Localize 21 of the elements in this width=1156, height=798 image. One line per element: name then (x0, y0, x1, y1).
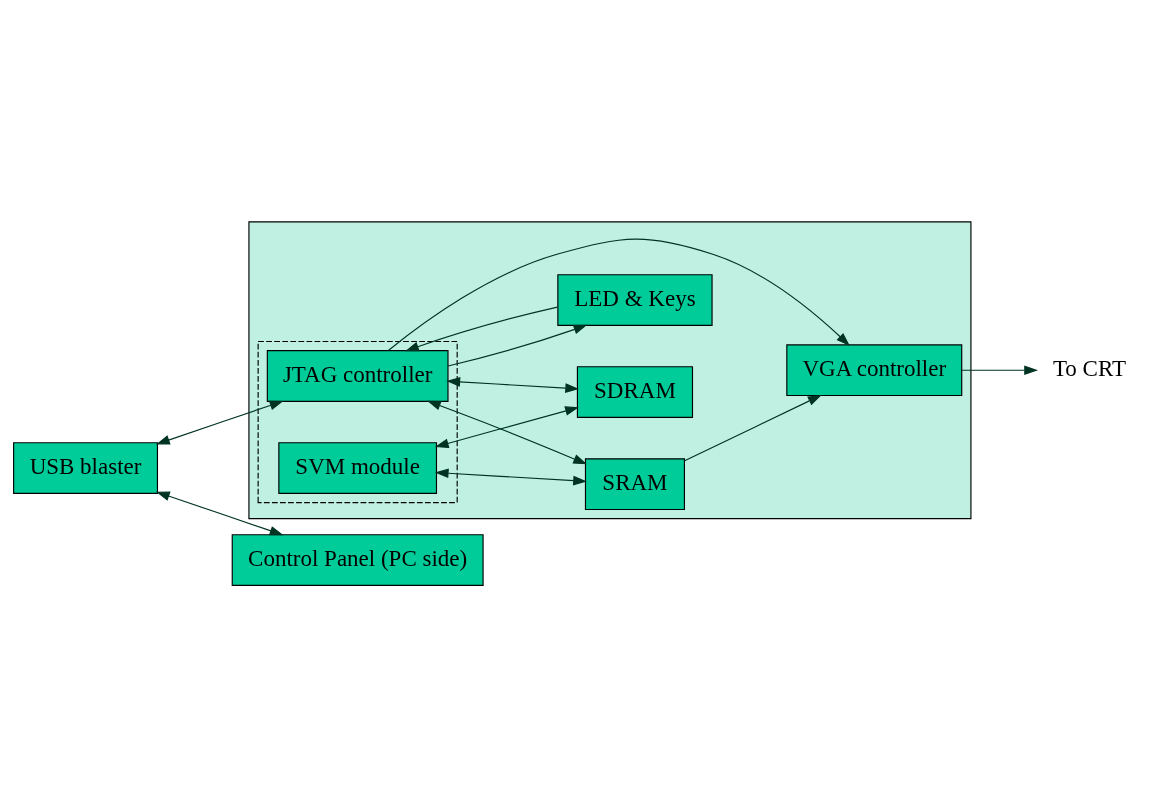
arrow (447, 324, 588, 367)
arrow (446, 377, 580, 393)
arrow (961, 365, 1039, 376)
node-box: SVM module (278, 442, 438, 494)
arrow (684, 394, 822, 462)
node-box: SDRAM (576, 366, 694, 418)
node-box: Control Panel (PC side) (231, 534, 484, 586)
node-box: SRAM (584, 458, 685, 511)
arrow (405, 306, 558, 352)
arrow (387, 238, 850, 352)
node-box: VGA controller (786, 344, 963, 397)
node-box: JTAG controller (266, 350, 449, 402)
cluster (248, 221, 972, 520)
arrow (155, 400, 284, 445)
arrow (434, 406, 579, 448)
arrow (434, 468, 587, 486)
node-box: LED & Keys (557, 274, 713, 326)
arrow (427, 400, 588, 465)
node-box: USB blaster (13, 442, 159, 494)
node-text: To CRT (1052, 354, 1126, 381)
arrow (155, 491, 284, 536)
